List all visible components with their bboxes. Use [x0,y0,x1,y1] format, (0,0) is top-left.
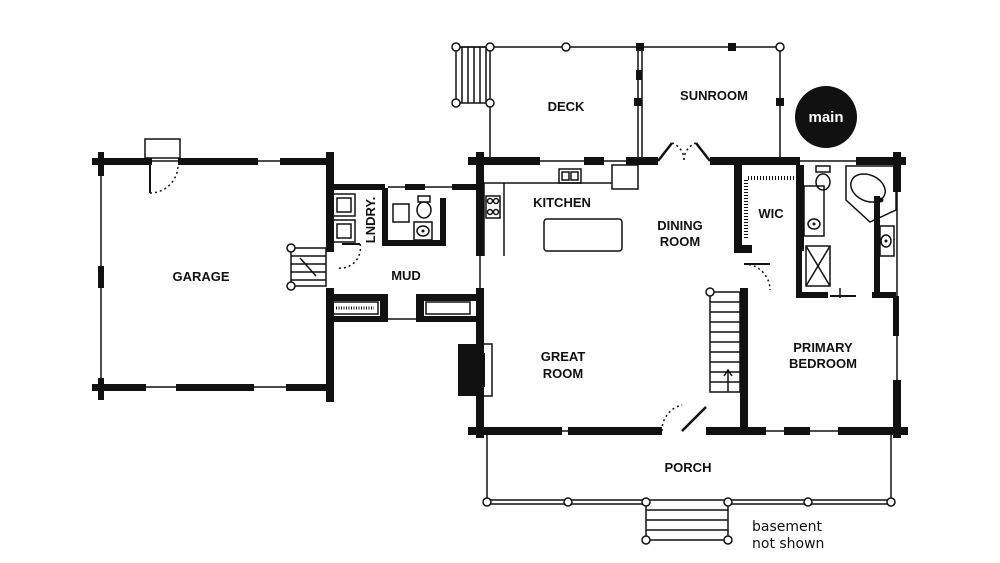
room-label-deck: DECK [548,99,585,114]
bath-dots [421,197,888,243]
room-label-garage: GARAGE [172,269,229,284]
mud-walls [326,184,478,322]
room-label-primary-2: BEDROOM [789,356,857,371]
basement-note-1: basement [752,519,822,535]
garage-thin-walls [100,138,286,388]
stair-post [705,287,715,297]
kitchen-fixtures [483,164,639,256]
room-label-mud: MUD [391,268,421,283]
room-label-dining-1: DINING [657,218,703,233]
house-walls [458,152,908,438]
room-label-wic: WIC [758,206,784,221]
sunroom-columns [634,43,784,106]
main-stairs [709,291,741,393]
level-badge-text: main [808,109,843,126]
mud-posts [286,243,296,291]
room-label-great-2: ROOM [543,366,583,381]
basement-note-2: not shown [752,536,824,552]
deck-railing [455,46,781,160]
bath-fixtures [744,165,897,298]
mud-fixtures [331,186,471,320]
room-label-kitchen: KITCHEN [533,195,591,210]
room-label-primary-1: PRIMARY [793,340,853,355]
railing-posts [451,42,785,108]
room-label-porch: PORCH [665,460,712,475]
house-thin-walls [466,142,898,432]
room-label-dining-2: ROOM [660,234,700,249]
room-label-sunroom: SUNROOM [680,88,748,103]
mud-stairs [290,247,327,287]
level-badge: main [795,86,857,148]
porch-posts [482,497,896,545]
room-label-great-1: GREAT [541,349,586,364]
room-label-laundry: LNDRY. [363,197,378,243]
porch-railing [486,435,892,541]
